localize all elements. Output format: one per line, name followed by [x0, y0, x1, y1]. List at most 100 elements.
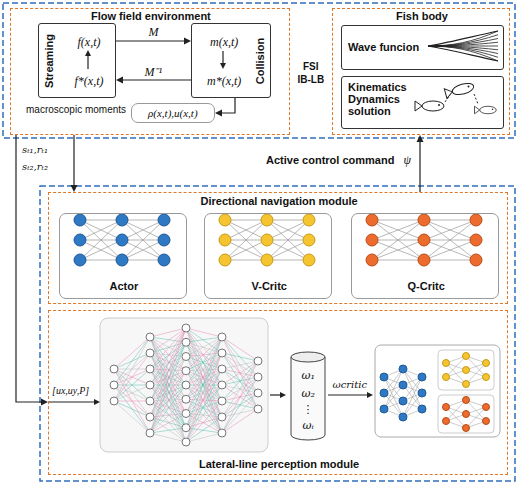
- decoration: [438, 104, 440, 106]
- network-link: [466, 363, 486, 384]
- panel-title: Directional navigation module: [201, 195, 358, 207]
- network-neuron: [146, 397, 154, 405]
- connector-line: [73, 135, 74, 187]
- network-link: [372, 220, 424, 240]
- small-networks: [380, 353, 490, 432]
- network-neuron: [261, 234, 273, 246]
- arrow-head: [116, 77, 123, 84]
- connector-arrow: [417, 135, 424, 192]
- weight-symbol: ω₁: [302, 369, 315, 382]
- network-link: [150, 328, 186, 417]
- network-neuron: [110, 365, 118, 373]
- network-link: [186, 357, 222, 370]
- network-link: [424, 220, 476, 260]
- network-link: [186, 369, 222, 442]
- network-neuron: [254, 357, 262, 365]
- network-link: [150, 417, 186, 442]
- decoration: [422, 101, 444, 111]
- module-panel: Lateral-line perception moduleω₁ω₂⋮ωᵢ: [48, 310, 508, 475]
- network-link: [186, 353, 222, 428]
- network-neuron: [418, 373, 426, 381]
- network-link: [186, 353, 222, 399]
- network-neuron: [218, 429, 226, 437]
- network-neuron: [418, 254, 430, 266]
- network-link: [114, 385, 150, 417]
- network-link: [186, 337, 222, 428]
- panel-title: Fish body: [396, 10, 448, 22]
- network-neuron: [158, 234, 170, 246]
- network-neuron: [483, 418, 490, 425]
- arrow-head: [85, 50, 91, 56]
- signal-label: sₜ₂,rₜ₂: [22, 161, 48, 172]
- network-neuron: [470, 254, 482, 266]
- network-neuron: [380, 373, 388, 381]
- network-link: [372, 220, 424, 260]
- network-neuron: [219, 254, 231, 266]
- network-neuron: [443, 404, 450, 411]
- network-box: Actor: [59, 213, 187, 299]
- network-neuron: [218, 381, 226, 389]
- outer-frame: [40, 186, 515, 481]
- network-link: [114, 385, 150, 433]
- signal-symbol: ψ: [404, 153, 411, 168]
- network-link: [80, 240, 122, 260]
- decoration: [444, 81, 475, 98]
- network-neuron: [146, 333, 154, 341]
- network-neuron: [399, 413, 407, 421]
- network-link: [186, 337, 222, 414]
- note-label: macroscopic moments: [26, 104, 126, 115]
- network-link: [186, 337, 222, 442]
- weight-panel: [375, 345, 500, 437]
- connector-line: [116, 40, 186, 41]
- network-link: [222, 361, 258, 401]
- weight-symbol: ωᵢ: [303, 419, 314, 432]
- decoration: [451, 81, 475, 96]
- edge-label: M⁻¹: [145, 63, 163, 80]
- network-neuron: [110, 397, 118, 405]
- network-neuron: [182, 424, 190, 432]
- network-link: [186, 353, 222, 442]
- network-link: [222, 353, 258, 377]
- network-neuron: [463, 381, 470, 388]
- arrow-head: [220, 63, 226, 69]
- connector-line: [419, 140, 420, 192]
- neural-network: [110, 324, 262, 446]
- network-neuron: [146, 365, 154, 373]
- network-neuron: [399, 381, 407, 389]
- process-box: Kinematics Dynamics solution: [341, 76, 504, 129]
- network-panel: [100, 318, 268, 452]
- network-link: [186, 337, 222, 342]
- network-link: [150, 357, 186, 434]
- wave-line: [428, 39, 498, 47]
- network-neuron: [182, 338, 190, 346]
- network-neuron: [116, 214, 128, 226]
- network-link: [424, 240, 476, 260]
- network-link: [424, 240, 476, 260]
- connector-arrow: [116, 38, 191, 45]
- network-neuron: [182, 353, 190, 361]
- network-link: [150, 385, 186, 386]
- fish-icons: [415, 81, 496, 113]
- arrow-head: [367, 392, 373, 398]
- network-neuron: [380, 389, 388, 397]
- network-link: [403, 393, 422, 417]
- network-link: [150, 371, 186, 401]
- moments-box: ρ(x,t),u(x,t): [131, 103, 215, 123]
- signal-label: Active control command: [266, 154, 394, 166]
- arrow-head: [41, 399, 48, 406]
- network-link: [186, 385, 222, 386]
- network-neuron: [218, 349, 226, 357]
- network-link: [222, 353, 258, 409]
- network-neuron: [303, 234, 315, 246]
- network-neuron: [483, 374, 490, 381]
- decoration: [415, 101, 444, 111]
- network-link: [222, 337, 258, 377]
- box-title: Collision: [254, 38, 266, 84]
- network-neuron: [182, 367, 190, 375]
- network-neuron: [218, 365, 226, 373]
- network-link: [150, 353, 186, 442]
- weight-symbol: ω₂: [302, 387, 315, 400]
- outer-frame: [3, 3, 515, 138]
- network-link: [114, 401, 150, 402]
- network-link: [225, 220, 267, 240]
